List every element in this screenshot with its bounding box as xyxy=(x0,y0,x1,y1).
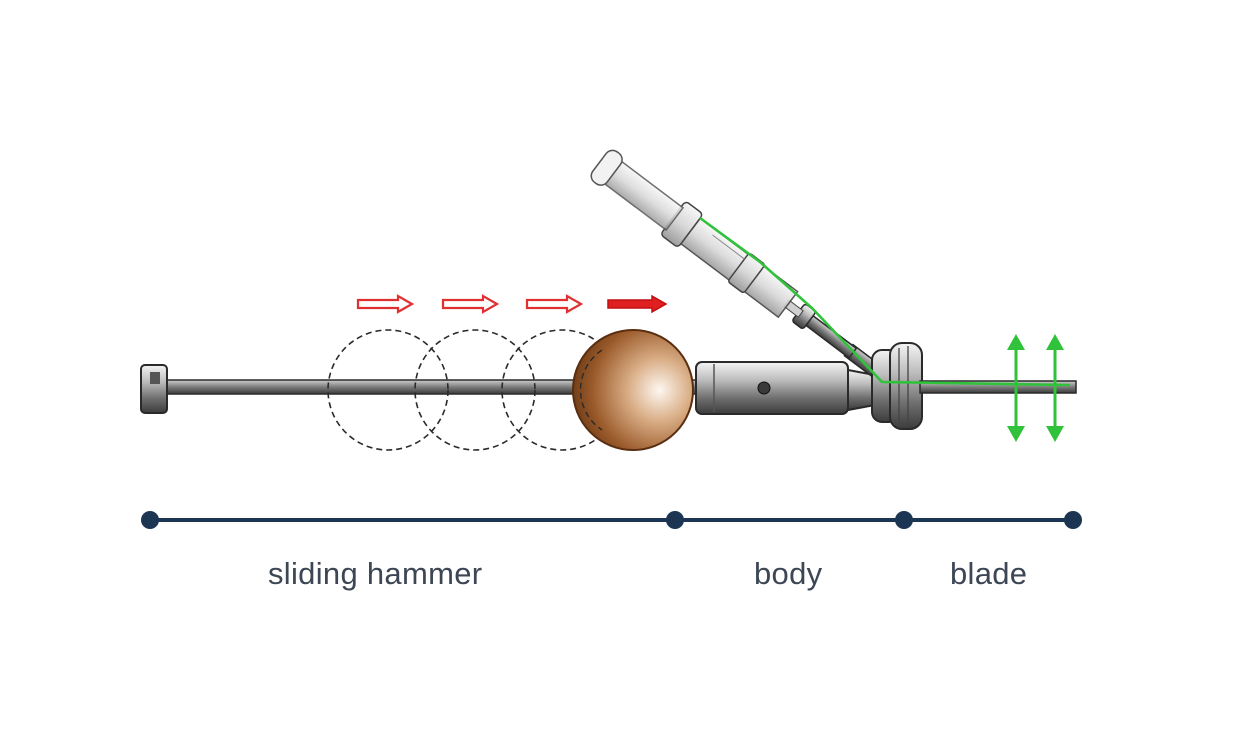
axis-node xyxy=(666,511,684,529)
segment-axis xyxy=(141,511,1082,529)
red-motion-arrow xyxy=(525,294,584,314)
ghost-ball-2 xyxy=(414,329,536,451)
axis-node xyxy=(895,511,913,529)
ghost-ball-1 xyxy=(327,329,449,451)
fiber-path xyxy=(699,216,1071,387)
label-body: body xyxy=(754,556,823,591)
red-motion-arrow xyxy=(441,294,500,314)
axis-node xyxy=(1064,511,1082,529)
red-motion-arrow-solid xyxy=(607,294,668,314)
end-cap xyxy=(140,364,168,414)
blade-vibration-arrows xyxy=(1007,334,1064,442)
label-blade: blade xyxy=(950,556,1028,591)
instrument-body xyxy=(695,361,881,415)
blade-connector xyxy=(871,342,923,430)
green-double-arrow xyxy=(1007,334,1025,442)
hammer-ball xyxy=(572,329,694,451)
green-double-arrow xyxy=(1046,334,1064,442)
motion-arrows xyxy=(356,294,668,314)
label-sliding-hammer: sliding hammer xyxy=(268,556,483,591)
red-motion-arrow xyxy=(356,294,415,314)
axis-node xyxy=(141,511,159,529)
body-screw xyxy=(757,381,771,395)
